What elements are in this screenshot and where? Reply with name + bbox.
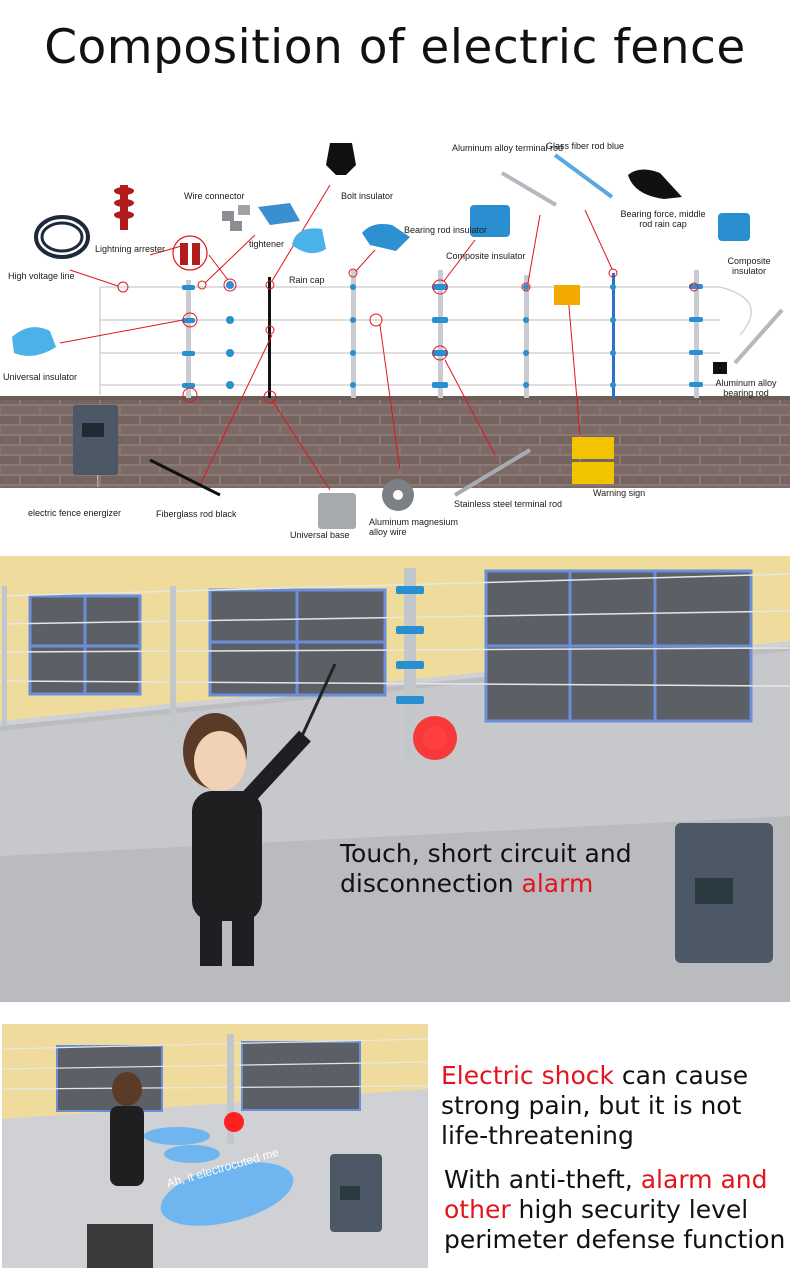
label-bearing-rod-insulator: Bearing rod insulator (404, 225, 488, 235)
label-glass-fiber-blue: Glass fiber rod blue (546, 141, 625, 151)
defense-caption-text-a: With anti-theft, (444, 1165, 641, 1194)
defense-caption: With anti-theft, alarm and other high se… (444, 1165, 789, 1255)
label-lightning-arrester: Lightning arrester (95, 244, 166, 254)
energizer-box (73, 405, 118, 475)
defense-caption-highlight: alarm and other (444, 1165, 768, 1224)
fence-illustration (0, 143, 790, 529)
alarm-caption-line2: disconnection alarm (340, 869, 632, 899)
label-bolt-insulator: Bolt insulator (341, 191, 394, 201)
label-aluminum-bearing-rod: Aluminum alloy bearing rod (715, 378, 777, 398)
insulators (182, 281, 703, 389)
shock-caption: Electric shock can cause strong pain, bu… (441, 1061, 786, 1151)
label-universal-insulator: Universal insulator (3, 372, 78, 382)
shock-scene-illustration (2, 1024, 428, 1268)
brick-wall (0, 398, 790, 488)
accessory-images (12, 143, 784, 529)
fence-posts (186, 270, 699, 398)
label-tightener: tightener (249, 239, 285, 249)
label-rain-cap: Rain cap (289, 275, 325, 285)
shock-caption-highlight: Electric shock (441, 1061, 614, 1090)
label-stainless-terminal: Stainless steel terminal rod (454, 499, 563, 509)
alarm-caption: Touch, short circuit and disconnection a… (340, 839, 632, 899)
fence-wires (99, 286, 720, 395)
defense-caption-text-b: high security level perimeter defense fu… (444, 1195, 786, 1254)
label-wire-connector: Wire connector (184, 191, 245, 201)
label-aluminum-wire: Aluminum magnesium alloy wire (369, 517, 459, 537)
shock-caption-text: can cause strong pain, but it is not lif… (441, 1061, 749, 1150)
label-high-voltage-line: High voltage line (8, 271, 75, 281)
person-figure (183, 663, 337, 966)
label-composite-insulator-mid: Composite insulator (446, 251, 526, 261)
label-energizer: electric fence energizer (28, 508, 122, 518)
label-bearing-force-cap: Bearing force, middle rod rain cap (620, 209, 706, 229)
alarm-caption-text: disconnection (340, 869, 522, 898)
alarm-scene: Touch, short circuit and disconnection a… (0, 556, 790, 1002)
label-warning-sign: Warning sign (593, 488, 646, 498)
page-title: Composition of electric fence (44, 20, 746, 75)
label-composite-insulator-right: Composite insulator (727, 256, 771, 276)
label-fiberglass-black: Fiberglass rod black (156, 509, 237, 519)
shock-scene (2, 1024, 428, 1268)
callout-lines (59, 184, 699, 491)
label-universal-base: Universal base (290, 530, 350, 540)
alarm-scene-illustration (0, 556, 790, 1002)
alarm-caption-highlight: alarm (521, 869, 594, 898)
composition-diagram: Aluminum alloy terminal rod Glass fiber … (0, 125, 790, 550)
label-aluminum-terminal: Aluminum alloy terminal rod (452, 143, 564, 153)
alarm-caption-line1: Touch, short circuit and (340, 839, 632, 868)
